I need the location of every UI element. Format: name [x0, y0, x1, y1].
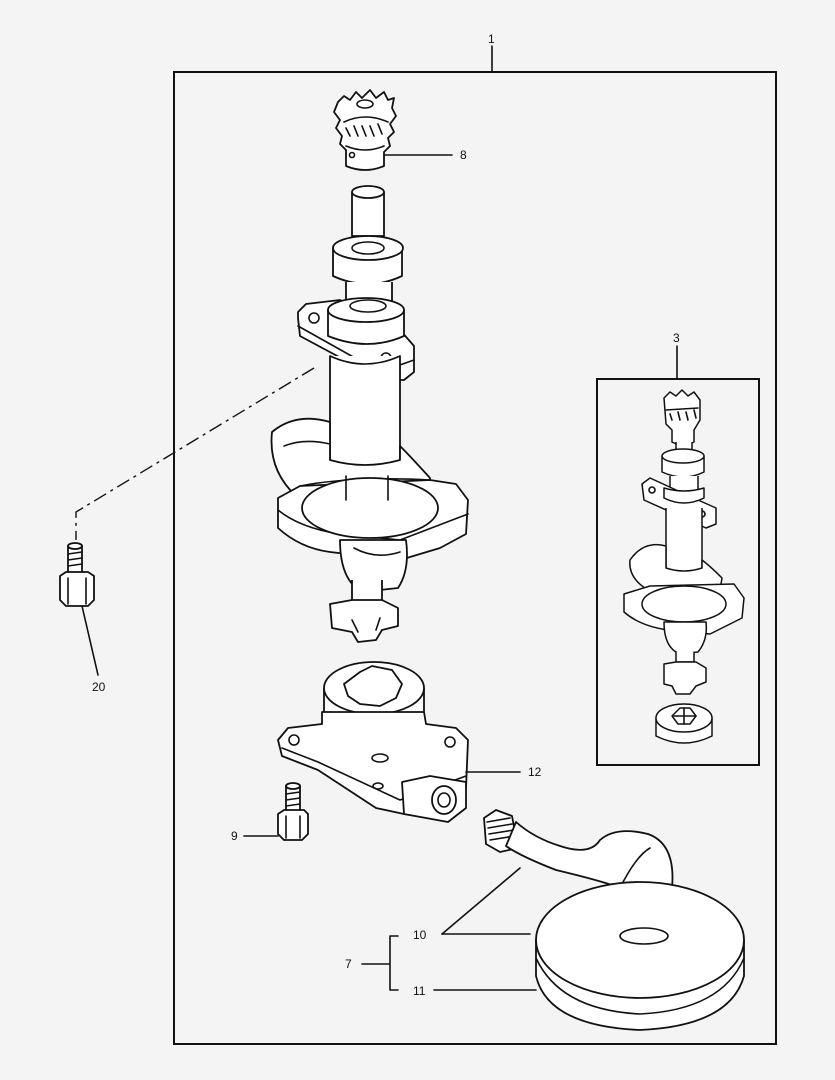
callout-9: 9	[231, 829, 238, 843]
inner-rotor	[329, 599, 399, 643]
leader-10a	[441, 867, 521, 935]
oil-strainer	[483, 809, 745, 1031]
bolt-alignment-line	[75, 367, 315, 540]
callout-10: 10	[413, 928, 427, 942]
main-assembly-frame	[173, 71, 777, 1045]
callout-8: 8	[460, 148, 467, 162]
leader-20	[81, 605, 99, 676]
callout-1: 1	[488, 32, 495, 46]
bracket-7	[361, 935, 399, 991]
pump-shaft-housing	[270, 185, 469, 603]
callout-3: 3	[673, 331, 680, 345]
inset-assembly-frame	[596, 378, 760, 766]
drive-gear	[333, 89, 397, 171]
callout-7: 7	[345, 957, 352, 971]
callout-12: 12	[528, 765, 542, 779]
callout-20: 20	[92, 680, 106, 694]
bolt-9	[277, 782, 309, 841]
bolt-20	[59, 542, 95, 607]
inset-assembly	[623, 389, 745, 744]
pump-cover	[277, 711, 469, 823]
callout-11: 11	[413, 984, 426, 998]
